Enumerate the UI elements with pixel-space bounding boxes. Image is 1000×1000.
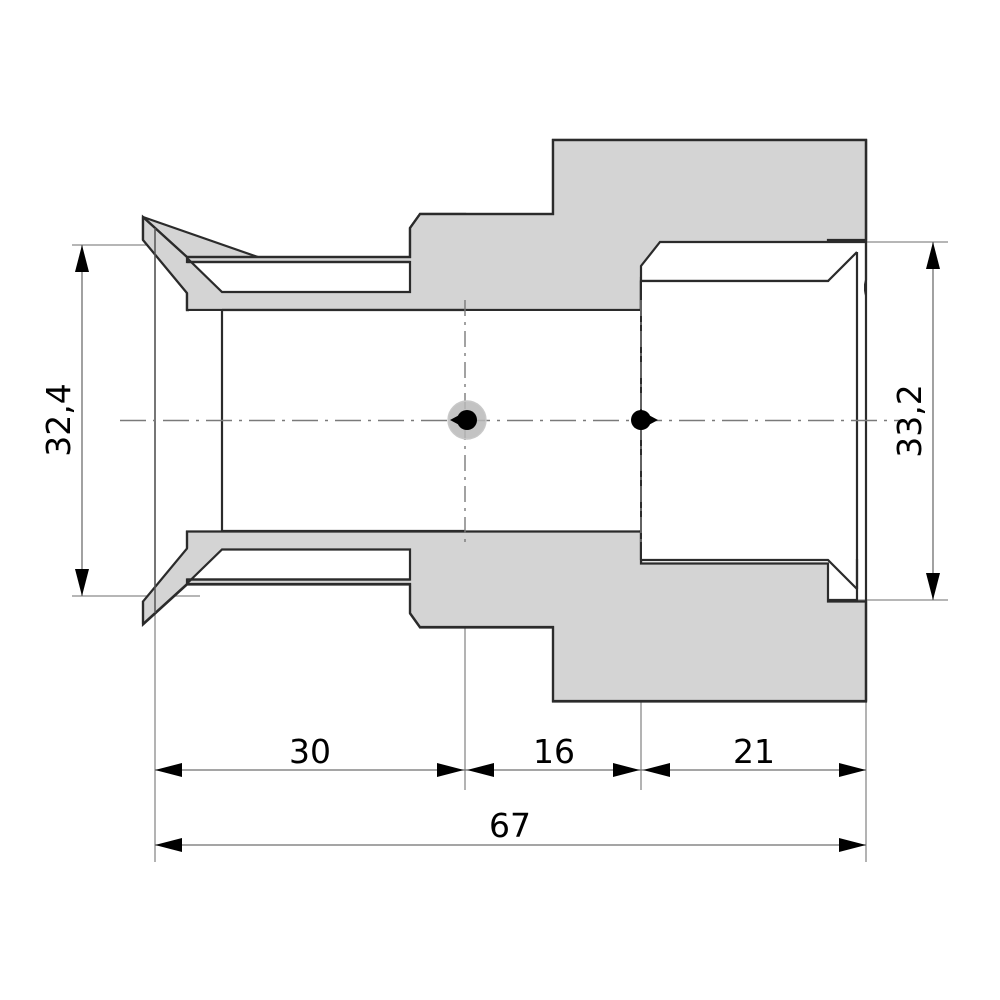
central-bore-right-fill xyxy=(642,282,864,559)
dim-arrow-seg-16-left xyxy=(467,763,494,777)
outline-upper xyxy=(142,138,868,259)
central-bore-left-fill xyxy=(189,311,640,530)
dimension-horizontal-overall[interactable]: 67 xyxy=(155,806,866,852)
bore-right-bottom-edge xyxy=(641,558,858,590)
arrow-left-icon xyxy=(450,412,465,428)
dim-label-segment-30: 30 xyxy=(289,732,331,771)
outline-lower xyxy=(142,582,868,703)
dim-arrow-right-bottom xyxy=(926,573,940,600)
dim-arrow-seg-left-outer xyxy=(155,763,182,777)
axis-marker-ring-left xyxy=(447,400,487,440)
dim-label-segment-21: 21 xyxy=(733,732,775,771)
arrow-right-icon xyxy=(643,412,658,428)
dim-arrow-seg-21-left xyxy=(643,763,670,777)
dimension-horizontal-segments[interactable]: 30 16 21 xyxy=(155,732,866,777)
dim-arrow-seg-right-outer xyxy=(839,763,866,777)
dim-arrow-left-bottom xyxy=(75,569,89,596)
dim-label-vertical-left: 32,4 xyxy=(39,383,78,456)
dim-arrow-left-top xyxy=(75,245,89,272)
dim-arrow-seg-30-right xyxy=(437,763,464,777)
dimension-vertical-right[interactable]: 33,2 xyxy=(890,242,940,600)
dim-label-vertical-right: 33,2 xyxy=(890,384,929,457)
bore-right-top-edge xyxy=(641,251,858,283)
section-marker-right[interactable] xyxy=(631,410,658,430)
center-lines xyxy=(120,300,900,545)
dim-arrow-overall-right xyxy=(839,838,866,852)
dim-arrow-overall-left xyxy=(155,838,182,852)
dim-label-segment-16: 16 xyxy=(533,732,575,771)
section-marker-left[interactable] xyxy=(447,400,487,440)
dimension-vertical-left[interactable]: 32,4 xyxy=(39,245,89,596)
dim-label-overall: 67 xyxy=(489,806,531,845)
dim-arrow-seg-16-right xyxy=(613,763,640,777)
dim-arrow-right-top xyxy=(926,242,940,269)
